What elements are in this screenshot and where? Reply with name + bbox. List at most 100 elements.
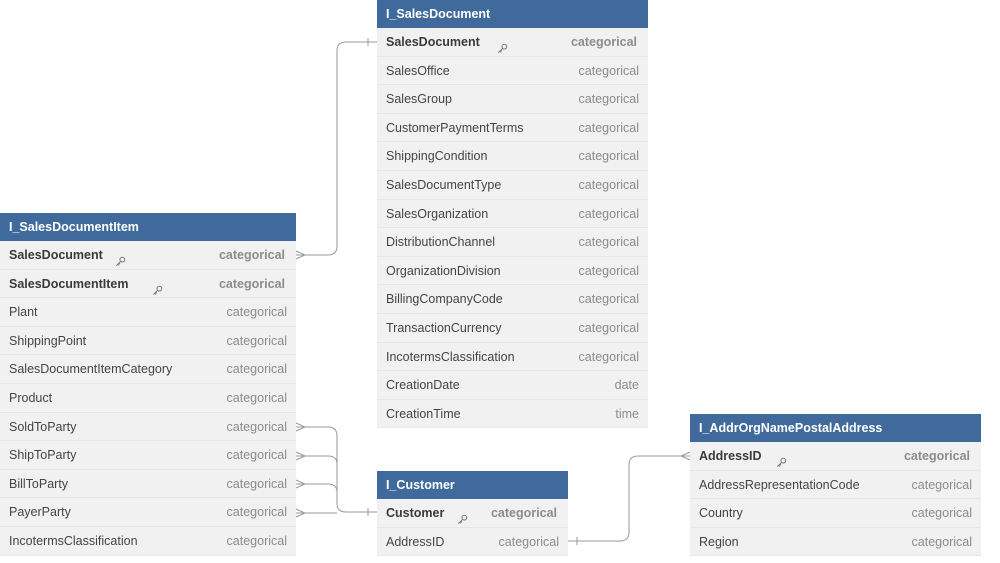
field-type: categorical: [226, 362, 287, 377]
field-type: categorical: [218, 248, 285, 262]
entity-title: I_SalesDocument: [377, 0, 648, 28]
key-icon: [776, 450, 787, 467]
field-name: SalesDocument: [386, 35, 480, 49]
field-name: Plant: [9, 305, 38, 320]
field-row[interactable]: SoldToParty categorical: [0, 412, 296, 442]
field-type: categorical: [911, 506, 972, 521]
field-name: CreationTime: [386, 406, 461, 421]
field-type: categorical: [903, 449, 970, 463]
field-row[interactable]: IncotermsClassification categorical: [0, 526, 296, 556]
entity-title: I_Customer: [377, 471, 568, 499]
field-row[interactable]: SalesDocumentType categorical: [377, 170, 648, 200]
field-type: categorical: [578, 63, 639, 78]
field-name: CustomerPaymentTerms: [386, 120, 524, 135]
link-billtoparty: [296, 483, 338, 493]
field-name: SalesOffice: [386, 63, 450, 78]
field-name: CreationDate: [386, 378, 460, 393]
field-name: SalesDocumentType: [386, 177, 502, 192]
field-name: OrganizationDivision: [386, 263, 501, 278]
field-type: categorical: [226, 533, 287, 548]
field-name: BillingCompanyCode: [386, 292, 503, 307]
field-name: IncotermsClassification: [9, 533, 138, 548]
link-salesdocument: [296, 41, 377, 256]
field-row[interactable]: SalesOffice categorical: [377, 56, 648, 86]
field-row[interactable]: SalesGroup categorical: [377, 85, 648, 114]
field-row[interactable]: PayerParty categorical: [0, 498, 296, 527]
field-type: date: [614, 378, 639, 393]
field-name: PayerParty: [9, 505, 71, 520]
field-name: SalesDocument: [9, 248, 103, 262]
field-type: categorical: [578, 177, 639, 192]
entity-title: I_AddrOrgNamePostalAddress: [690, 414, 981, 442]
field-row[interactable]: TransactionCurrency categorical: [377, 313, 648, 343]
field-name: SalesDocumentItem: [9, 276, 129, 291]
field-row[interactable]: SalesDocument categorical: [0, 241, 296, 270]
field-type: categorical: [226, 476, 287, 491]
field-type: categorical: [578, 92, 639, 107]
link-addressid: [568, 455, 690, 542]
field-row[interactable]: SalesDocument categorical: [377, 28, 648, 57]
field-name: Product: [9, 390, 53, 405]
field-type: categorical: [578, 120, 639, 135]
field-type: categorical: [226, 419, 287, 434]
key-icon: [115, 249, 126, 266]
entity-title: I_SalesDocumentItem: [0, 213, 296, 241]
field-row[interactable]: Region categorical: [690, 527, 981, 557]
field-name: IncotermsClassification: [386, 349, 515, 364]
field-row[interactable]: ShipToParty categorical: [0, 441, 296, 470]
field-name: ShippingPoint: [9, 333, 87, 348]
field-type: categorical: [226, 305, 287, 320]
field-type: categorical: [578, 320, 639, 335]
field-name: ShipToParty: [9, 448, 77, 463]
field-name: SalesOrganization: [386, 206, 489, 221]
key-icon: [497, 36, 508, 53]
field-name: Customer: [386, 506, 445, 520]
field-type: categorical: [226, 448, 287, 463]
field-type: categorical: [911, 477, 972, 492]
field-type: categorical: [226, 505, 287, 520]
field-row[interactable]: ShippingCondition categorical: [377, 142, 648, 171]
field-type: categorical: [578, 235, 639, 250]
field-row[interactable]: Plant categorical: [0, 298, 296, 327]
field-name: Region: [699, 534, 739, 549]
field-type: categorical: [570, 35, 637, 49]
field-row[interactable]: Country categorical: [690, 499, 981, 528]
field-name: ShippingCondition: [386, 149, 488, 164]
key-icon: [457, 507, 468, 524]
field-type: categorical: [578, 149, 639, 164]
field-type: categorical: [578, 263, 639, 278]
field-type: categorical: [578, 349, 639, 364]
field-name: AddressID: [699, 449, 762, 463]
field-row[interactable]: AddressID categorical: [690, 442, 981, 471]
field-row[interactable]: BillToParty categorical: [0, 469, 296, 499]
field-name: SoldToParty: [9, 419, 77, 434]
key-icon: [152, 278, 163, 295]
field-row[interactable]: CreationDate date: [377, 371, 648, 400]
field-name: SalesGroup: [386, 92, 453, 107]
link-soldtoparty: [296, 426, 377, 513]
field-row[interactable]: CustomerPaymentTerms categorical: [377, 113, 648, 143]
field-type: categorical: [911, 534, 972, 549]
field-row[interactable]: OrganizationDivision categorical: [377, 256, 648, 286]
field-name: BillToParty: [9, 476, 69, 491]
field-name: Country: [699, 506, 743, 521]
field-row[interactable]: IncotermsClassification categorical: [377, 342, 648, 372]
field-name: TransactionCurrency: [386, 320, 502, 335]
link-shiptoparty: [296, 455, 338, 465]
field-type: categorical: [498, 534, 559, 549]
